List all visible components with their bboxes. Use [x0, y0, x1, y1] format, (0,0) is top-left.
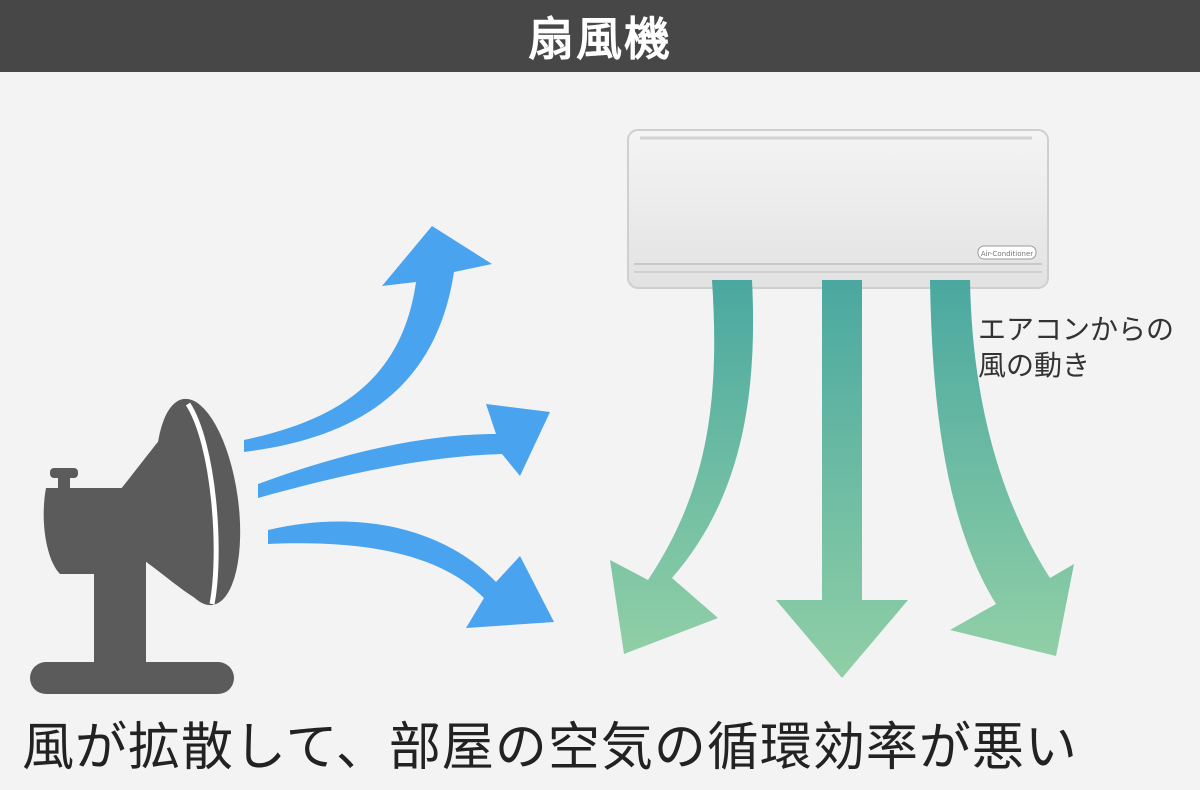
header-bar: 扇風機 — [0, 0, 1200, 72]
ac-airflow-arrow-left — [610, 280, 754, 654]
ac-airflow-arrows — [610, 280, 1074, 678]
ac-airflow-arrow-center — [776, 280, 908, 678]
fan-airflow-arrow-up — [244, 226, 492, 452]
fan-airflow-arrow-down — [268, 521, 554, 628]
air-conditioner-icon: Air-Conditioner — [627, 129, 1049, 289]
electric-fan-icon — [30, 398, 241, 694]
fan-airflow-arrows — [244, 226, 554, 628]
footer-caption: 風が拡散して、部屋の空気の循環効率が悪い — [22, 718, 1078, 778]
ac-airflow-caption: エアコンからの 風の動き — [978, 312, 1174, 384]
ac-caption-line2: 風の動き — [978, 349, 1091, 382]
fan-airflow-arrow-middle — [258, 404, 550, 498]
ac-airflow-arrow-right — [930, 280, 1074, 656]
ac-caption-line1: エアコンからの — [978, 313, 1175, 346]
page-title: 扇風機 — [528, 12, 672, 66]
ac-badge: Air-Conditioner — [981, 250, 1033, 258]
